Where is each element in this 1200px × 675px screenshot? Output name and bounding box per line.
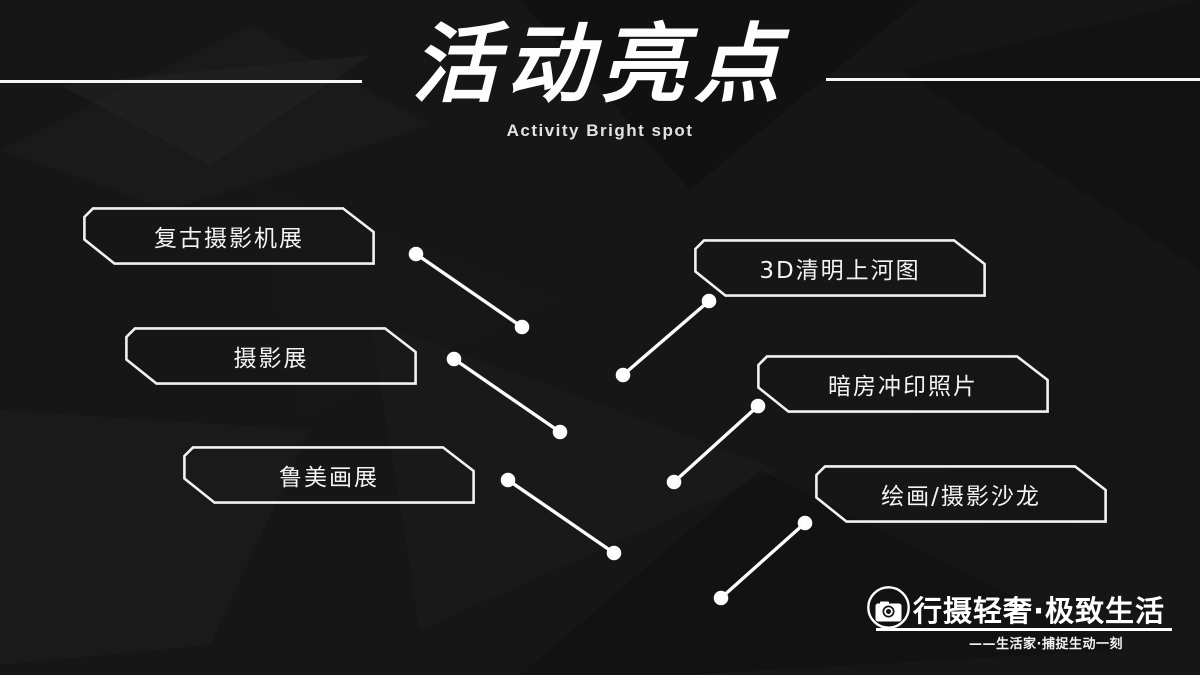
connector-dot xyxy=(446,351,462,367)
item-label: 绘画/摄影沙龙 xyxy=(881,484,1041,510)
item-label: 鲁美画展 xyxy=(279,465,379,491)
item-box-darkroom-printing: 暗房冲印照片 xyxy=(757,355,1049,413)
connector-dot xyxy=(514,319,530,335)
connector-dot xyxy=(552,424,568,440)
title-rule-left xyxy=(0,80,362,83)
brand-tagline: ——生活家·捕捉生动一刻 xyxy=(969,637,1123,652)
page-subtitle: Activity Bright spot xyxy=(506,120,694,140)
item-label: 复古摄影机展 xyxy=(154,226,304,252)
camera-icon xyxy=(867,586,910,629)
connector-dot xyxy=(615,367,631,383)
connector-line xyxy=(672,404,760,484)
brand-name: 行摄轻奢·极致生活 xyxy=(913,594,1166,628)
connector-line xyxy=(507,478,615,555)
connector-dot xyxy=(797,515,813,531)
title-block: 活动亮点 Activity Bright spot xyxy=(0,0,1200,141)
item-box-lumei-art-expo: 鲁美画展 xyxy=(183,446,475,504)
connector-dot xyxy=(701,293,717,309)
connector-line xyxy=(453,357,561,434)
hexagon-outline xyxy=(757,355,1049,413)
connector-dot xyxy=(750,398,766,414)
item-label: 摄影展 xyxy=(233,346,309,372)
hexagon-outline xyxy=(815,465,1107,523)
page-title: 活动亮点 xyxy=(412,14,788,115)
hexagon-outline xyxy=(183,446,475,504)
connector-dot xyxy=(666,474,682,490)
item-box-photo-expo: 摄影展 xyxy=(125,327,417,385)
hexagon-outline xyxy=(125,327,417,385)
connector-line xyxy=(415,252,523,329)
connector-line xyxy=(719,521,807,600)
item-box-3d-riverside-scene: 3D清明上河图 xyxy=(694,239,986,297)
item-box-vintage-camera-expo: 复古摄影机展 xyxy=(83,207,375,265)
connector-dot xyxy=(500,472,516,488)
hexagon-outline xyxy=(694,239,986,297)
connector-dot xyxy=(606,545,622,561)
connector-dot xyxy=(713,590,729,606)
hexagon-outline xyxy=(83,207,375,265)
title-rule-right xyxy=(826,78,1200,81)
item-box-painting-photo-salon: 绘画/摄影沙龙 xyxy=(815,465,1107,523)
brand-underline xyxy=(876,628,1172,631)
connector-dot xyxy=(408,246,424,262)
connector-line xyxy=(621,299,711,377)
item-label: 3D清明上河图 xyxy=(759,258,921,284)
item-label: 暗房冲印照片 xyxy=(828,374,978,400)
